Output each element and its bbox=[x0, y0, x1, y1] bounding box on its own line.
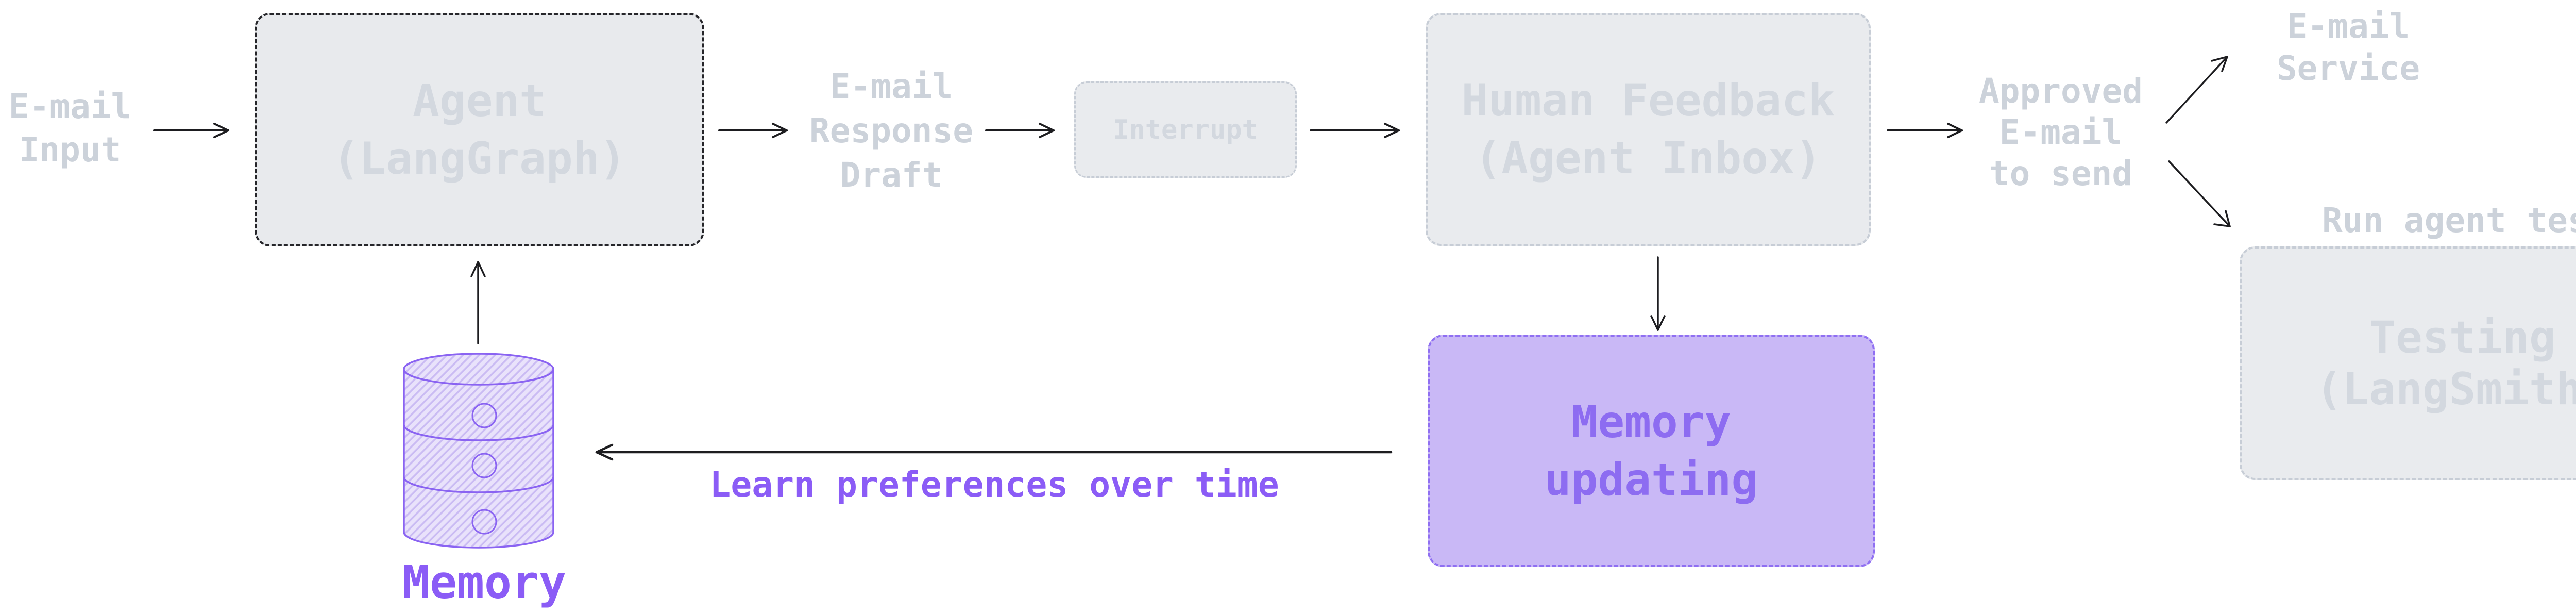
arrow-feedback-to-approved bbox=[1887, 123, 1963, 138]
email-response-draft-label: E-mail Response Draft bbox=[809, 67, 973, 195]
node-interrupt-title: Interrupt bbox=[1113, 114, 1258, 145]
node-agent-title: Agent (LangGraph) bbox=[332, 75, 626, 185]
arrow-draft-to-interrupt bbox=[985, 123, 1055, 138]
node-memory-updating: Memory updating bbox=[1428, 335, 1875, 567]
arrow-input-to-agent bbox=[153, 123, 229, 138]
email-service-label: E-mail Service bbox=[2276, 6, 2420, 88]
node-human-feedback: Human Feedback (Agent Inbox) bbox=[1426, 13, 1871, 246]
node-testing-langsmith: Testing (LangSmith) bbox=[2240, 246, 2576, 480]
arrow-interrupt-to-feedback bbox=[1310, 123, 1400, 138]
node-testing-title: Testing (LangSmith) bbox=[2315, 311, 2576, 415]
node-memory-updating-title: Memory updating bbox=[1544, 396, 1758, 506]
learn-preferences-label: Learn preferences over time bbox=[709, 465, 1279, 505]
approved-email-label: Approved E-mail to send bbox=[1979, 71, 2143, 193]
arrow-memory-to-agent bbox=[470, 261, 486, 344]
arrow-updating-to-memory bbox=[595, 443, 1393, 461]
arrow-approved-to-service bbox=[2165, 56, 2228, 124]
node-interrupt: Interrupt bbox=[1074, 81, 1297, 178]
node-human-feedback-title: Human Feedback (Agent Inbox) bbox=[1461, 75, 1835, 184]
run-agent-tests-label: Run agent tests bbox=[2321, 201, 2576, 240]
memory-label: Memory bbox=[402, 556, 566, 609]
memory-database-icon bbox=[403, 353, 554, 549]
arrow-agent-to-draft bbox=[718, 123, 788, 138]
node-agent-langgraph: Agent (LangGraph) bbox=[255, 13, 704, 246]
arrow-feedback-to-memory-updating bbox=[1650, 256, 1666, 331]
arrow-approved-to-testing bbox=[2168, 160, 2231, 227]
email-input-label: E-mail Input bbox=[8, 87, 132, 170]
